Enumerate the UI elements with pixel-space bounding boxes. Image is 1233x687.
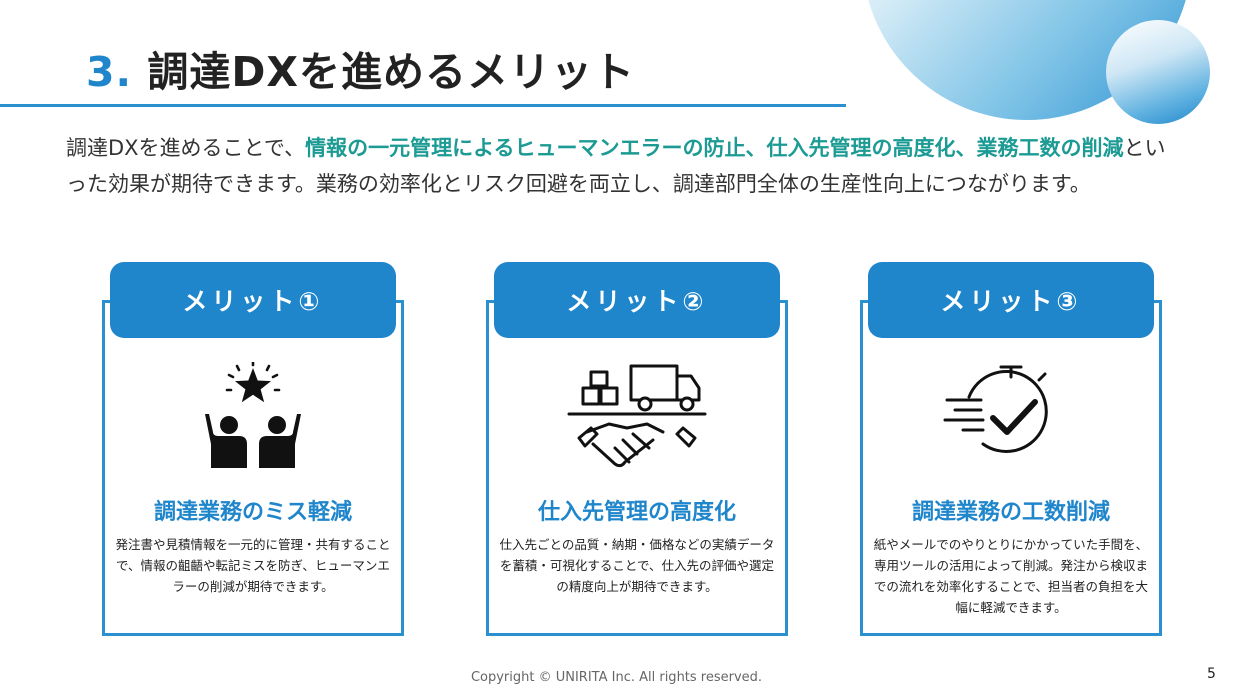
title-underline	[0, 104, 846, 107]
card-header: メリット①	[110, 262, 396, 338]
page-title: 3. 調達DXを進めるメリット	[86, 38, 635, 98]
decorative-circle-small	[1106, 20, 1210, 124]
intro-text-1: 調達DXを進めることで、	[66, 136, 306, 160]
title-number: 3.	[86, 48, 133, 96]
card-header: メリット②	[494, 262, 780, 338]
team-star-icon	[205, 362, 301, 468]
intro-paragraph: 調達DXを進めることで、情報の一元管理によるヒューマンエラーの防止、仕入先管理の…	[66, 130, 1176, 202]
card-header: メリット③	[868, 262, 1154, 338]
intro-highlight: 情報の一元管理によるヒューマンエラーの防止、仕入先管理の高度化、業務工数の削減	[305, 136, 1124, 160]
stopwatch-check-icon	[943, 365, 1048, 453]
card-subtitle: 調達業務のミス軽減	[153, 500, 352, 525]
intro-text-2: といった効果が期待できます。業務の効率化とリスク回避を両立し、調達部門全体の生産…	[66, 136, 1166, 196]
copyright-footer: Copyright © UNIRITA Inc. All rights rese…	[470, 670, 763, 685]
card-body: 発注書や見積情報を一元的に管理・共有することで、情報の齟齬や転記ミスを防ぎ、ヒュ…	[115, 537, 391, 594]
truck-handshake-icon	[567, 364, 707, 468]
card-subtitle: 仕入先管理の高度化	[537, 500, 736, 525]
page-number: 5	[1207, 666, 1216, 682]
merit-card-3: メリット③ 調達業務の工数削減 紙やメールでのやりとりにかかっていた手間を、専用…	[860, 262, 1162, 638]
card-body: 仕入先ごとの品質・納期・価格などの実績データを蓄積・可視化することで、仕入先の評…	[499, 537, 775, 594]
decorative-circle-large	[862, 0, 1192, 120]
merit-card-2: メリット② 仕入先管理の高度化 仕入先ごとの品質・納期・価格などの実績データを蓄…	[486, 262, 788, 638]
card-body: 紙やメールでのやりとりにかかっていた手間を、専用ツールの活用によって削減。発注か…	[873, 537, 1149, 615]
merit-card-1: メリット① 調達業務のミス軽減 発注書や見積情報を一元的に管理・共有することで、…	[102, 262, 404, 638]
card-frame	[102, 300, 404, 636]
card-subtitle: 調達業務の工数削減	[911, 500, 1110, 525]
title-text: 調達DXを進めるメリット	[147, 48, 636, 96]
